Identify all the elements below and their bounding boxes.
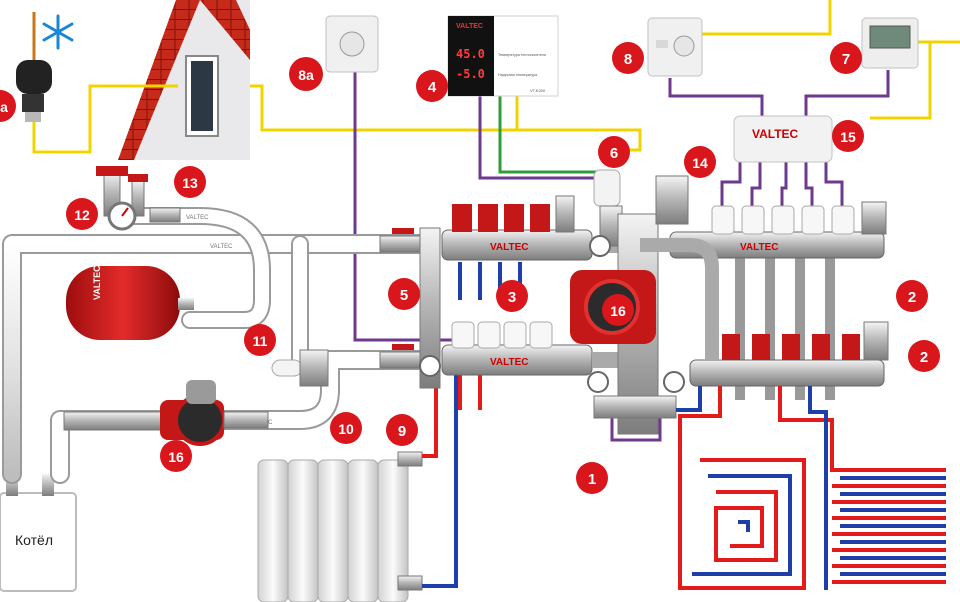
badge-16-boiler-text: 16 [168,449,184,465]
mixing-valve [271,349,329,387]
programmable-thermostat-7 [861,17,919,69]
floor-manifold-brand: VALTEC [740,242,779,253]
badge-2-top-text: 2 [908,289,916,306]
controller-model: VT.K200 [530,88,546,93]
radiator [257,451,423,602]
badge-2-bottom: 2 [908,340,940,372]
signal-wires [32,0,960,442]
safety-group [96,166,181,231]
ball-valves [379,228,423,369]
badge-10: 10 [330,412,362,444]
badge-8-text: 8 [624,51,632,68]
controller-display-top: 45.0 [456,47,485,61]
badge-8a: 8a [289,57,323,91]
badge-6: 6 [598,136,630,168]
expansion-tank: VALTEC [66,265,194,340]
badge-16-boiler: 16 [160,440,192,472]
badge-5-text: 5 [400,287,408,304]
house-roof [118,0,250,160]
badge-3: 3 [496,280,528,312]
controller-label-bottom: Наружная температура [498,73,537,77]
badge-12: 12 [66,198,98,230]
boiler-circulation-pump [63,380,269,446]
radiator-manifold: VALTEC VALTEC [419,195,593,588]
pipe-brand-print-2: VALTEC [186,215,209,221]
weather-controller: VALTEC 45.0 -5.0 Температура теплоносите… [447,15,559,97]
boiler-label: Котёл [15,532,53,548]
badge-outdoor: a [0,90,16,122]
badge-7-text: 7 [842,51,850,68]
badge-16-mixing-text: 16 [610,303,626,319]
badge-13: 13 [174,166,206,198]
badge-9: 9 [386,414,418,446]
controller-brand: VALTEC [456,23,483,30]
manifold-brand-bottom: VALTEC [490,357,529,368]
wiring-center: VALTEC [733,115,833,163]
boiler: Котёл [0,474,77,592]
badge-outdoor-text: a [0,99,8,115]
badge-14: 14 [684,146,716,178]
badge-3-text: 3 [508,289,516,306]
badge-11: 11 [244,324,276,356]
badge-8a-text: 8a [298,67,314,83]
badge-11-text: 11 [253,333,268,349]
badge-14-text: 14 [692,155,708,171]
badge-13-text: 13 [182,175,198,191]
snowflake-icon [42,14,74,50]
controller-label-top: Температура теплоносителя [498,53,546,57]
badge-2-top: 2 [896,280,928,312]
room-thermostat-8a [325,15,379,73]
room-thermostat-8 [647,17,703,77]
badge-1: 1 [576,462,608,494]
badge-12-text: 12 [74,207,90,223]
badge-2-bottom-text: 2 [920,349,928,366]
manifold-brand-top: VALTEC [490,242,529,253]
badge-10-text: 10 [338,421,354,437]
badge-7: 7 [830,42,862,74]
supply-piping [2,207,430,484]
badge-4: 4 [416,70,448,102]
pipe-brand-print-1: VALTEC [210,244,233,250]
badge-4-text: 4 [428,79,437,96]
badge-15-text: 15 [840,129,856,145]
badge-15: 15 [832,120,864,152]
wiring-center-brand: VALTEC [752,127,799,141]
underfloor-loops [676,386,946,590]
badge-1-text: 1 [588,471,596,488]
badge-9-text: 9 [398,423,406,440]
badge-16-mixing: 16 [602,294,634,326]
badge-6-text: 6 [610,145,618,162]
underfloor-manifold: VALTEC [640,175,889,400]
badge-8: 8 [612,42,644,74]
tank-brand: VALTEC [92,265,102,300]
badge-5: 5 [388,278,420,310]
outdoor-sensor [16,12,52,122]
controller-display-bottom: -5.0 [456,67,485,81]
